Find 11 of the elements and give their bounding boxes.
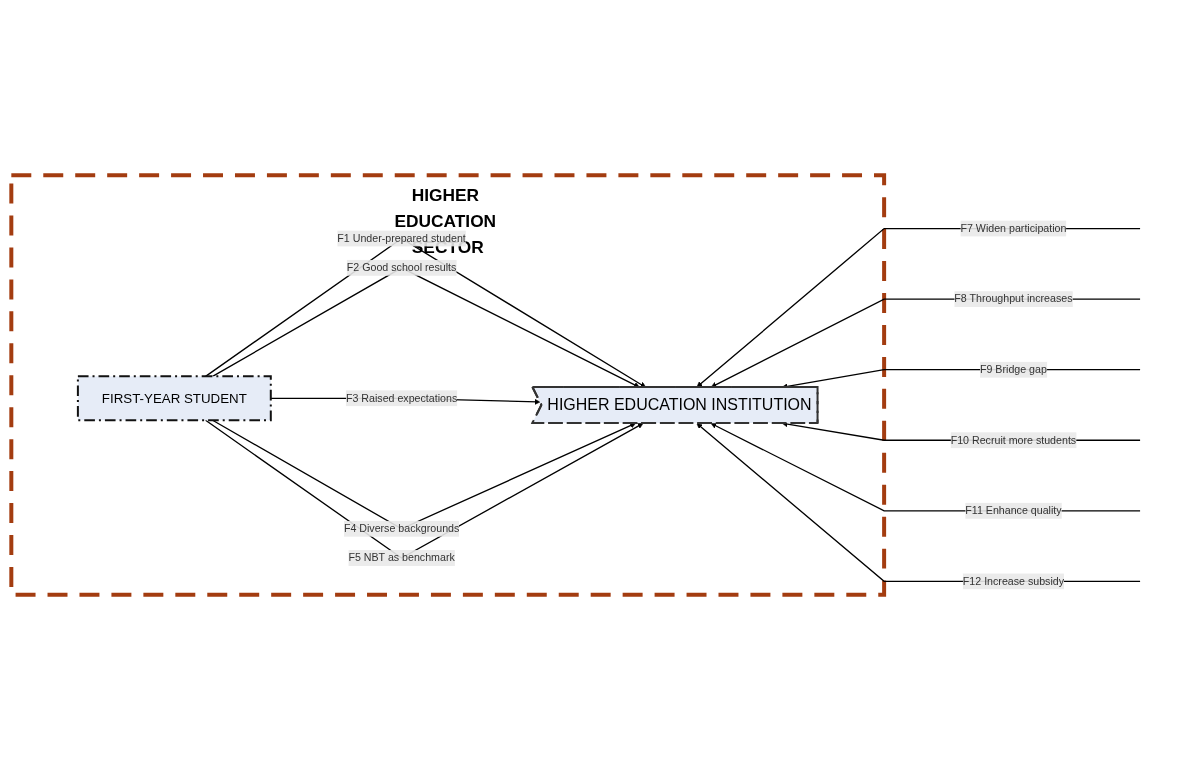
edge-label: F8 Throughput increases [954,293,1073,305]
edge-label: F2 Good school results [346,261,457,274]
edge-label: F12 Increase subsidy [962,575,1065,587]
edge-label: F11 Enhance quality [965,504,1062,517]
node-box: FIRST-YEAR STUDENT [76,375,272,422]
edge-label: F7 Widen participation [960,222,1067,234]
edge-label: F5 NBT as benchmark [348,552,455,564]
edge-label: F3 Raised expectations [345,392,458,404]
edge-label: F9 Bridge gap [979,363,1047,376]
edge-label: F10 Recruit more students [950,434,1077,446]
edge-label: F4 Diverse backgrounds [343,522,460,535]
